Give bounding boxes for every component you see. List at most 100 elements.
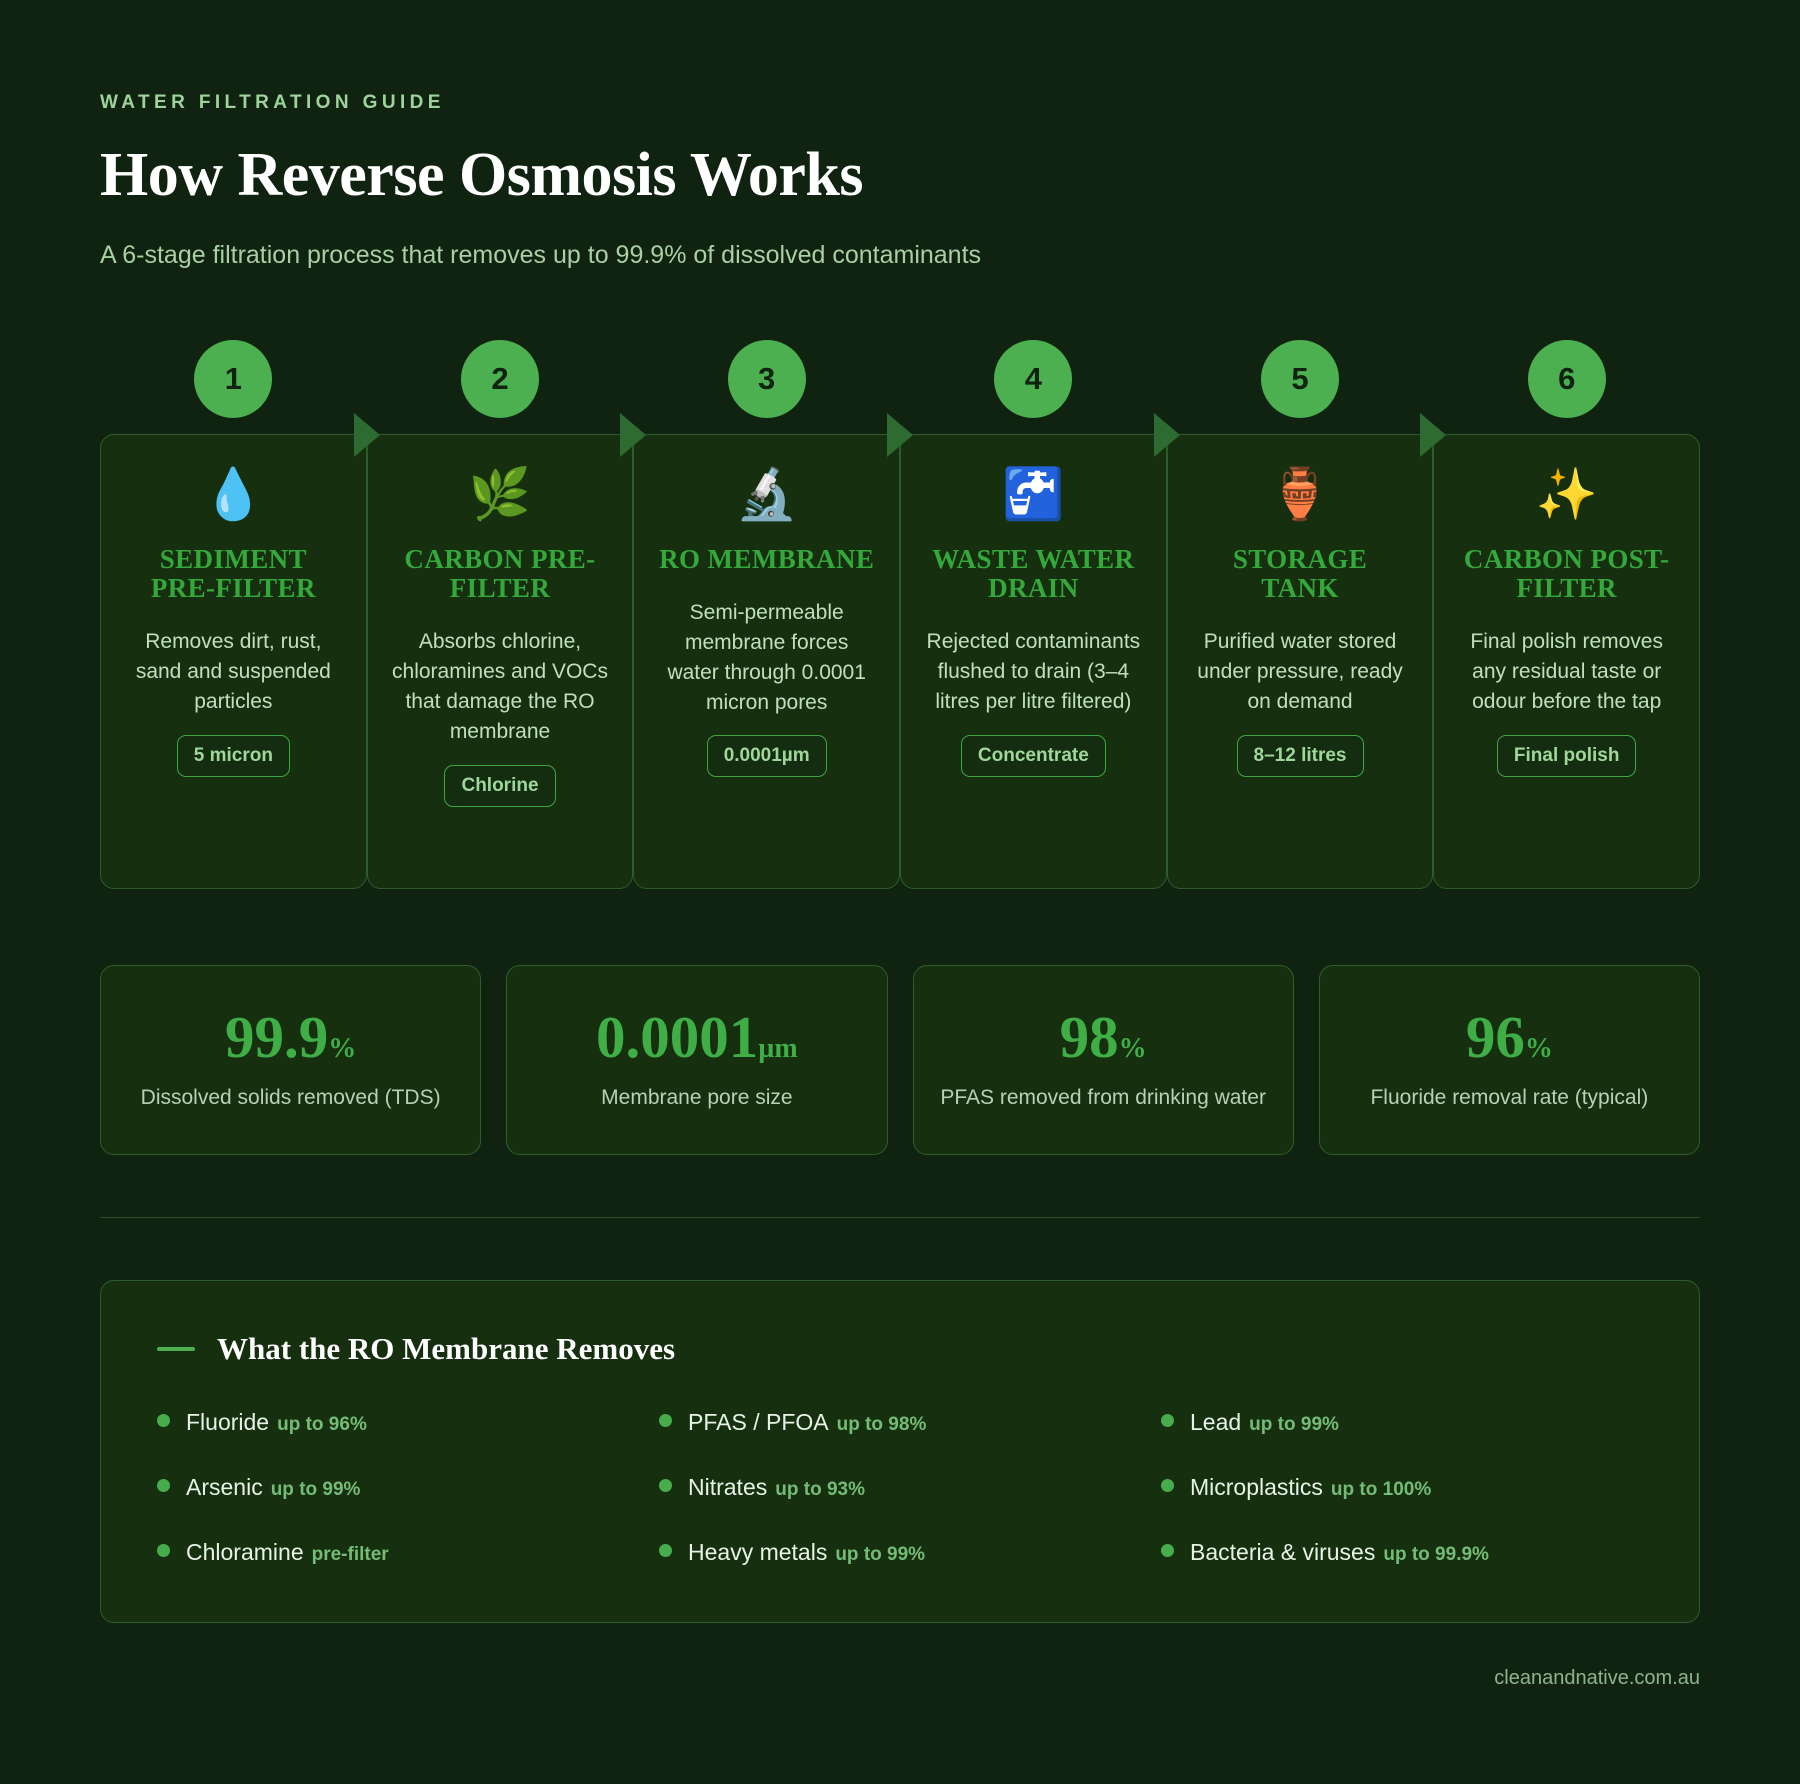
contaminant-rate: up to 98% — [836, 1414, 927, 1436]
contaminant-name: Arsenic — [186, 1474, 263, 1501]
stat-number: 0.0001 — [596, 1004, 759, 1070]
filtration-steps: 1 💧 SEDIMENT PRE-FILTER Removes dirt, rust,… — [100, 340, 1701, 889]
step-title: STORAGE TANK — [1232, 544, 1368, 604]
bullet-dot-icon — [659, 1544, 672, 1558]
stats-row: 99.9%Dissolved solids removed (TDS)0.000… — [100, 965, 1700, 1156]
stat-value: 0.0001µm — [531, 1008, 862, 1067]
flow-arrow-icon — [620, 413, 647, 457]
stat-value: 96% — [1344, 1008, 1675, 1067]
water-droplet-icon: 💧 — [202, 466, 265, 522]
section-divider — [100, 1217, 1700, 1219]
sparkles-icon: ✨ — [1535, 466, 1598, 522]
step-number-badge: 2 — [461, 340, 539, 418]
dash-icon — [157, 1347, 195, 1352]
step-title: WASTE WATER DRAIN — [932, 544, 1135, 604]
bullet-dot-icon — [157, 1544, 170, 1558]
removes-panel-title: What the RO Membrane Removes — [217, 1331, 676, 1367]
flow-arrow-icon — [887, 413, 914, 457]
contaminant-rate: up to 99% — [270, 1479, 361, 1501]
stat-number: 96 — [1465, 1004, 1525, 1070]
stat-label: PFAS removed from drinking water — [940, 1086, 1266, 1109]
stat-label: Membrane pore size — [601, 1086, 793, 1109]
herb-leaf-icon: 🌿 — [468, 466, 532, 522]
stat-unit: µm — [758, 1033, 798, 1064]
stat-unit: % — [1524, 1033, 1553, 1064]
page-subtitle: A 6-stage filtration process that remove… — [100, 241, 982, 269]
bullet-dot-icon — [1161, 1479, 1174, 1493]
contaminant-name: Heavy metals — [688, 1539, 828, 1566]
contaminant-name: Chloramine — [186, 1539, 304, 1566]
stat-number: 98 — [1059, 1004, 1119, 1070]
bullet-dot-icon — [659, 1414, 672, 1428]
flow-arrow-icon — [1420, 413, 1447, 457]
eyebrow-label: WATER FILTRATION GUIDE — [100, 92, 445, 113]
contaminant-rate: up to 93% — [775, 1479, 865, 1501]
contaminant-rate: up to 96% — [277, 1414, 367, 1436]
flow-arrow-icon — [353, 413, 380, 457]
page-header: WATER FILTRATION GUIDE How Reverse Osmos… — [100, 92, 1700, 270]
removes-panel: What the RO Membrane Removes Fluoride up … — [100, 1280, 1700, 1624]
step-number-badge: 4 — [994, 340, 1073, 418]
step-1: 1 💧 SEDIMENT PRE-FILTER Removes dirt, rust,… — [100, 340, 367, 889]
contaminant-rate: pre-filter — [311, 1544, 389, 1566]
step-description: Semi-permeable membrane forces water thr… — [667, 601, 866, 714]
contaminant-rate: up to 100% — [1330, 1479, 1432, 1501]
stat-unit: % — [1118, 1033, 1147, 1064]
step-description: Removes dirt, rust, sand and suspended p… — [135, 630, 331, 713]
bullet-dot-icon — [1161, 1414, 1174, 1428]
contaminant-name: Lead — [1190, 1409, 1242, 1436]
step-tag-pill: 5 micron — [176, 734, 290, 777]
step-title: SEDIMENT PRE-FILTER — [150, 544, 316, 604]
step-card: 💧 SEDIMENT PRE-FILTER Removes dirt, rust, … — [100, 434, 367, 889]
stat-unit: % — [328, 1033, 357, 1064]
step-number-badge: 6 — [1527, 340, 1606, 418]
stat-card: 96%Fluoride removal rate (typical) — [1318, 965, 1700, 1156]
contaminant-name: Fluoride — [186, 1409, 270, 1436]
microscope-icon: 🔬 — [735, 466, 798, 522]
contaminant-entry: Arsenic up to 99% — [186, 1474, 360, 1501]
list-item: Chloramine pre-filter — [157, 1539, 639, 1566]
step-description: Absorbs chlorine, chloramines and VOCs t… — [392, 630, 608, 743]
contaminant-entry: Chloramine pre-filter — [186, 1539, 389, 1566]
step-tag-pill: Concentrate — [960, 734, 1106, 777]
tap-water-icon: 🚰 — [1002, 466, 1065, 522]
step-tag-pill: Chlorine — [444, 764, 556, 807]
bullet-dot-icon — [157, 1479, 170, 1493]
contaminant-entry: Fluoride up to 96% — [186, 1409, 367, 1436]
contaminant-name: Bacteria & viruses — [1190, 1539, 1376, 1566]
list-item: Fluoride up to 96% — [157, 1409, 639, 1436]
step-tag-pill: Final polish — [1496, 734, 1637, 777]
stat-value: 98% — [938, 1008, 1269, 1067]
bullet-dot-icon — [659, 1479, 672, 1493]
step-number-badge: 1 — [194, 340, 273, 418]
step-title: RO MEMBRANE — [659, 544, 875, 574]
list-item: Arsenic up to 99% — [157, 1474, 639, 1501]
stat-label: Dissolved solids removed (TDS) — [140, 1086, 441, 1109]
stat-card: 99.9%Dissolved solids removed (TDS) — [100, 965, 482, 1156]
step-description: Purified water stored under pressure, re… — [1197, 630, 1403, 713]
page-title: How Reverse Osmosis Works — [100, 141, 864, 209]
stat-card: 98% PFAS removed from drinking water — [912, 965, 1294, 1156]
step-number-badge: 5 — [1261, 340, 1340, 418]
